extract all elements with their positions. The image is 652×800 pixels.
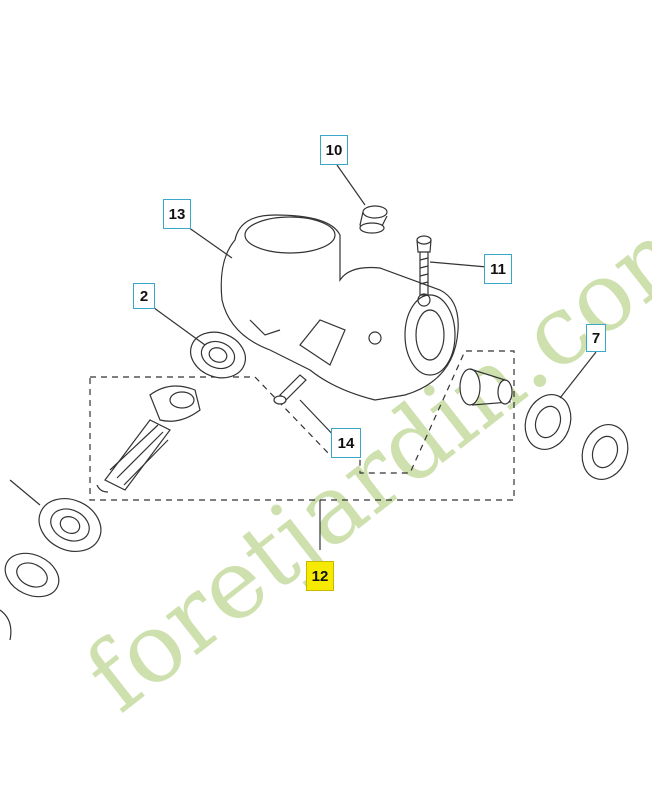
callout-2: 2 [133,283,155,309]
seal-lower-left [4,552,60,598]
leader-10 [336,164,366,206]
callout-7: 7 [586,324,606,352]
callout-11: 11 [484,254,512,284]
callout-12: 12 [306,561,334,591]
leader-left [9,479,41,506]
leader-13 [184,224,233,259]
gear-housing [220,214,459,401]
seal-part-7-a [524,394,572,450]
callout-13: 13 [163,199,191,229]
screw-part-14 [273,374,307,405]
bearing-lower-left [38,498,102,552]
bevel-gear-right [459,368,513,406]
leader-2 [149,304,206,346]
partial-part-edge [0,609,12,641]
callout-10: 10 [320,135,348,165]
seal-part-7-b [581,424,629,480]
callout-14: 14 [331,428,361,458]
plug-part-10 [359,205,388,234]
bearing-part-2 [190,331,246,379]
leader-7 [559,351,597,399]
leader-11 [429,261,488,268]
pinion-shaft [96,385,201,493]
screw-part-11 [416,235,432,307]
